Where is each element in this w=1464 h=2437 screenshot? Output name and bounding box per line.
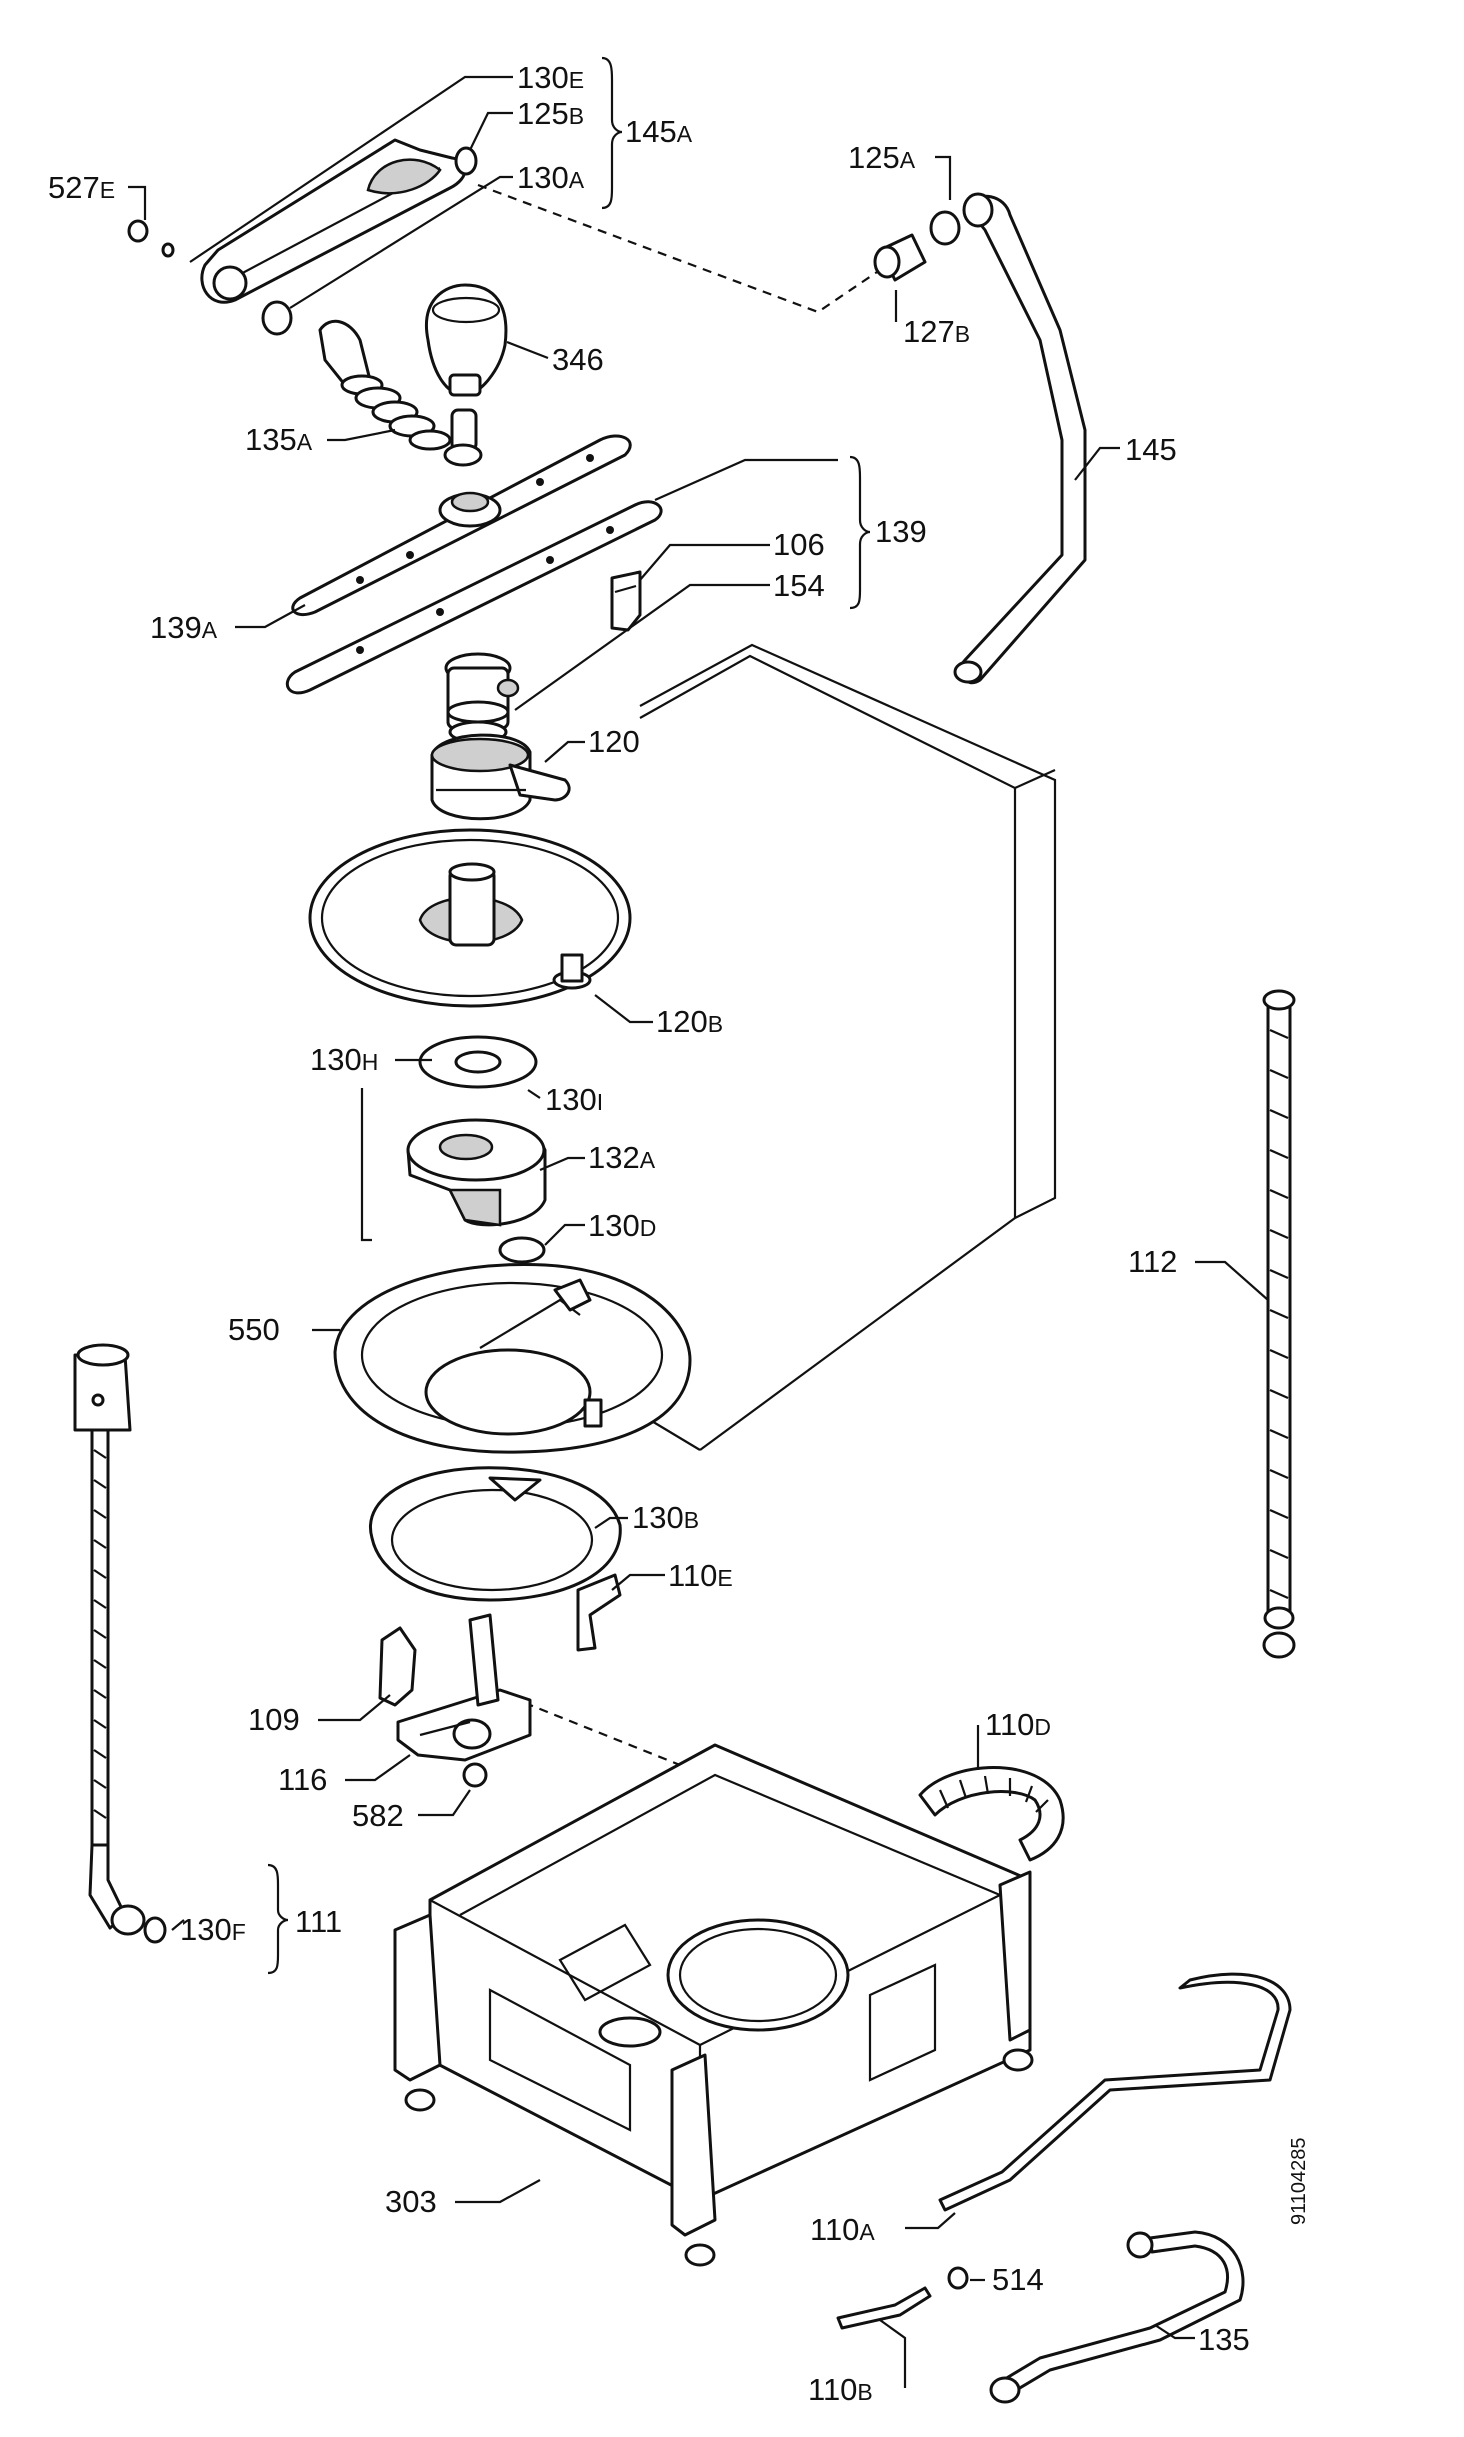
base-frame-303 [393, 1743, 1034, 2267]
pump-116 [396, 1613, 532, 1762]
label-550: 550 [228, 1312, 280, 1347]
label-130D: 130D [588, 1208, 656, 1243]
label-145: 145 [1125, 432, 1177, 467]
upper-spray-arm-145a [127, 138, 478, 336]
bracket-109 [378, 1626, 417, 1707]
part-labels: 130E 125B 145A 130A 527E 125A 127B 346 1… [48, 60, 1250, 2407]
washer-130h [418, 1035, 538, 1089]
label-110A: 110A [810, 2212, 875, 2247]
label-130H: 130H [310, 1042, 378, 1077]
label-106: 106 [773, 527, 825, 562]
label-109: 109 [248, 1702, 300, 1737]
label-527E: 527E [48, 170, 115, 205]
label-130A: 130A [517, 160, 585, 195]
cabinet-outline [360, 643, 1057, 1451]
braces [267, 56, 871, 1975]
label-130E: 130E [517, 60, 584, 95]
tube-110a [938, 1972, 1292, 2212]
nut-514 [947, 2266, 969, 2290]
label-112: 112 [1128, 1244, 1177, 1279]
label-582: 582 [352, 1798, 404, 1833]
label-130F: 130F [180, 1912, 246, 1947]
label-125A: 125A [848, 140, 916, 175]
document-id: 91104285 [1288, 2138, 1310, 2226]
label-154: 154 [773, 568, 825, 603]
label-139A: 139A [150, 610, 218, 645]
label-116: 116 [278, 1762, 327, 1797]
label-135A: 135A [245, 422, 313, 457]
assembly-dash-lines [477, 183, 881, 1991]
label-110E: 110E [668, 1558, 733, 1593]
label-130I: 130I [545, 1082, 603, 1117]
leader-lines [128, 75, 1269, 2388]
label-120: 120 [588, 724, 640, 759]
clip-106 [610, 570, 642, 632]
label-130B: 130B [632, 1500, 699, 1535]
nut-120 [430, 733, 571, 821]
label-514: 514 [992, 2262, 1044, 2297]
pump-cover-132a [406, 1118, 547, 1227]
label-145A: 145A [625, 114, 693, 149]
label-303: 303 [385, 2184, 437, 2219]
hose-110e [576, 1573, 622, 1652]
label-135: 135 [1198, 2322, 1250, 2357]
cap-346 [425, 283, 508, 397]
tube-110b [836, 2286, 932, 2330]
inlet-hose-111 [73, 1343, 167, 1944]
lower-spray-arms-139 [285, 434, 663, 695]
hose-135 [989, 2230, 1245, 2404]
upper-feed-pipe-145 [873, 192, 1087, 684]
label-346: 346 [552, 342, 604, 377]
drain-hose-112 [1262, 989, 1296, 1659]
ball-582 [462, 1762, 488, 1788]
hub-154 [444, 652, 520, 744]
sump-550 [333, 1262, 692, 1454]
label-132A: 132A [588, 1140, 656, 1175]
label-120B: 120B [656, 1004, 723, 1039]
gasket-130b [369, 1466, 622, 1602]
label-139: 139 [875, 514, 927, 549]
label-110D: 110D [985, 1707, 1051, 1742]
o-ring-130d [498, 1236, 546, 1264]
corrugated-hose-110d [918, 1766, 1065, 1862]
label-110B: 110B [808, 2372, 873, 2407]
label-127B: 127B [903, 314, 970, 349]
label-111: 111 [295, 1904, 342, 1939]
label-125B: 125B [517, 96, 584, 131]
filter-plate-120b [308, 828, 632, 1008]
bellows-hose-135a [318, 319, 483, 467]
